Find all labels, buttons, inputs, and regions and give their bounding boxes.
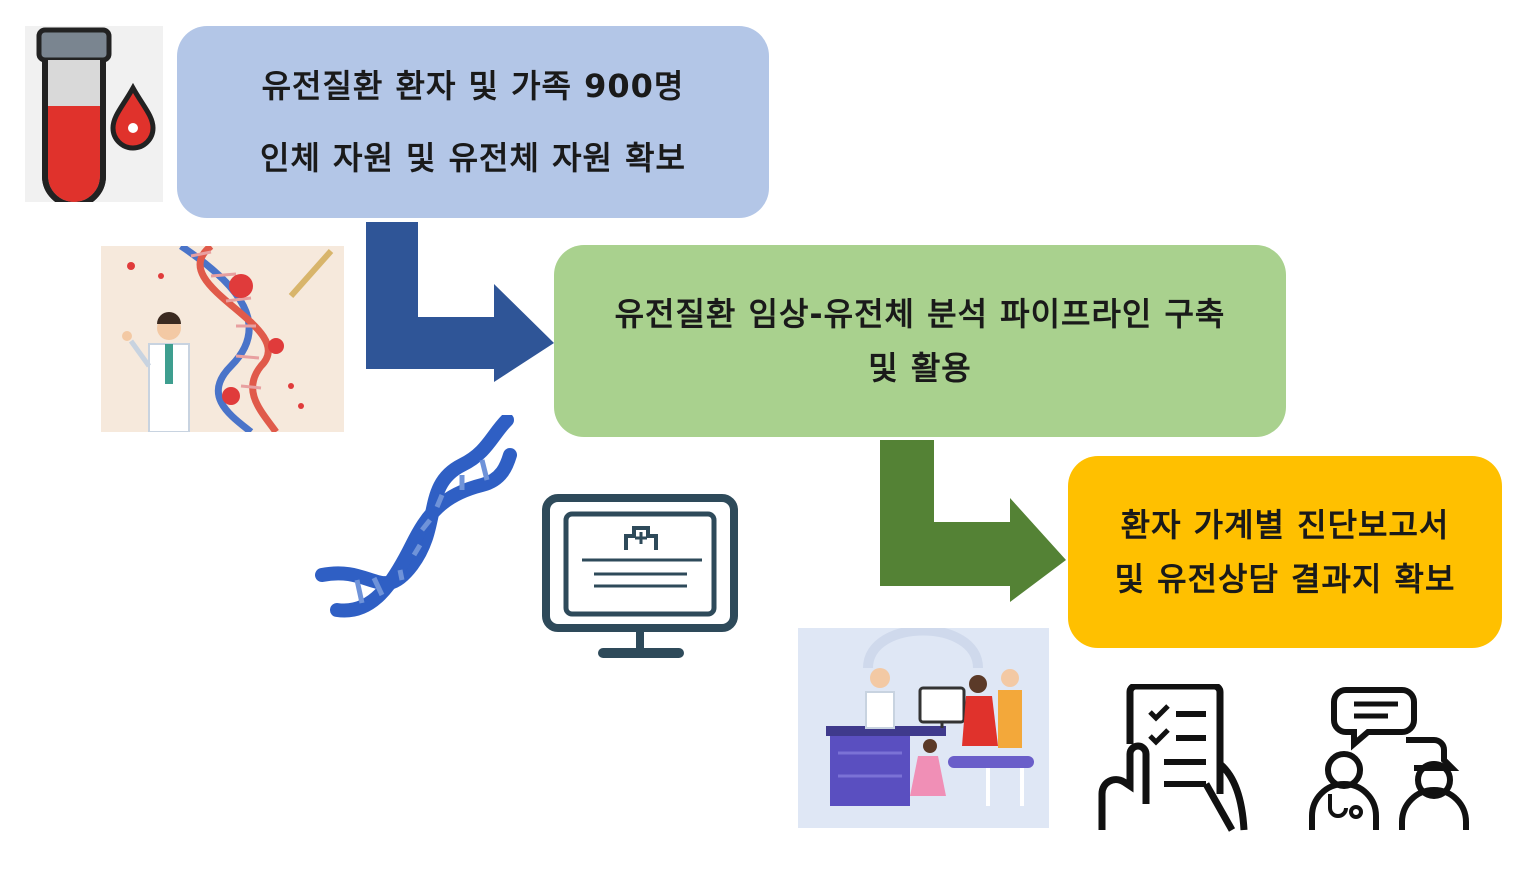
step-1-line-2: 인체 자원 및 유전체 자원 확보 (260, 139, 686, 177)
step-2-line-1: 유전질환 임상-유전체 분석 파이프라인 구축 (614, 295, 1226, 333)
step-2-box: 유전질환 임상-유전체 분석 파이프라인 구축 및 활용 (554, 245, 1286, 437)
step-1-box: 유전질환 환자 및 가족 900명 인체 자원 및 유전체 자원 확보 (177, 26, 769, 218)
medical-monitor-icon (542, 494, 738, 658)
checklist-tablet-icon (1098, 684, 1248, 832)
family-consultation-illustration (798, 628, 1049, 828)
step-3-line-1: 환자 가계별 진단보고서 (1120, 506, 1450, 544)
step-3-line-2: 및 유전상담 결과지 확보 (1114, 560, 1456, 598)
step-3-box: 환자 가계별 진단보고서 및 유전상담 결과지 확보 (1068, 456, 1502, 648)
doctor-patient-consult-icon (1309, 687, 1469, 830)
step-1-line-1: 유전질환 환자 및 가족 900명 (261, 67, 685, 105)
blood-test-tube-icon (25, 26, 163, 202)
flow-arrow-2 (880, 440, 1066, 602)
dna-helix-icon (315, 415, 517, 618)
flow-arrow-1 (366, 222, 554, 382)
dna-doctor-illustration (101, 246, 344, 432)
step-2-line-2: 및 활용 (868, 349, 972, 387)
